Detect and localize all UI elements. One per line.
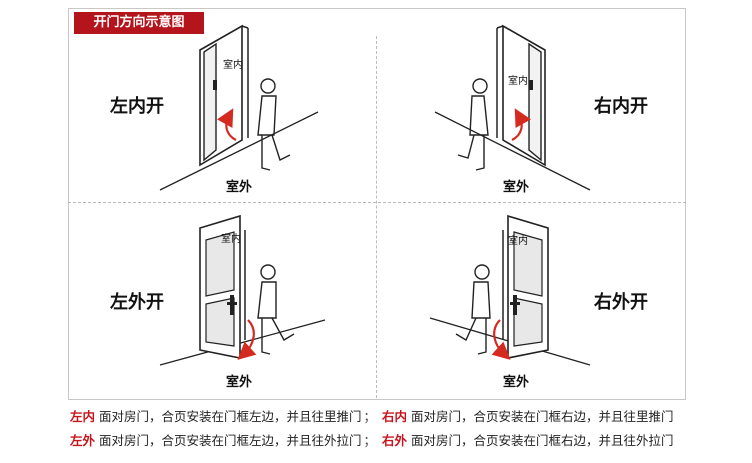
inside-label-q4: 室内 — [508, 236, 528, 247]
diagram-frame — [68, 8, 686, 400]
outside-label-q2: 室外 — [503, 180, 530, 195]
scene-left-outward — [159, 214, 326, 366]
page-title: 开门方向示意图 — [74, 12, 204, 34]
desc-separator: ； — [363, 409, 377, 424]
inside-label-q2: 室内 — [508, 76, 528, 87]
label-right-inward: 右内开 — [594, 96, 648, 117]
scene-right-inward — [434, 24, 591, 191]
label-right-outward: 右外开 — [594, 292, 648, 313]
desc-key-right-outward: 右外 — [382, 433, 408, 448]
divider-vertical — [376, 36, 377, 398]
inside-label-q3: 室内 — [221, 234, 241, 245]
outside-label-q4: 室外 — [503, 375, 530, 390]
label-left-outward: 左外开 — [110, 292, 164, 313]
scene-right-outward — [429, 214, 591, 366]
scene-left-inward — [159, 24, 319, 191]
desc-text-left-inward: 面对房门，合页安装在门框左边，并且往里推门 — [99, 409, 362, 424]
desc-separator: ； — [363, 433, 377, 448]
desc-text-right-outward: 面对房门，合页安装在门框右边，并且往外拉门 — [411, 433, 674, 448]
description-outward: 左外 面对房门，合页安装在门框左边，并且往外拉门； 右外 面对房门，合页安装在门… — [70, 430, 674, 449]
desc-text-right-inward: 面对房门，合页安装在门框右边，并且往里推门 — [411, 409, 674, 424]
description-inward: 左内 面对房门，合页安装在门框左边，并且往里推门； 右内 面对房门，合页安装在门… — [70, 406, 674, 425]
outside-label-q3: 室外 — [226, 375, 253, 390]
desc-key-left-outward: 左外 — [70, 433, 96, 448]
divider-horizontal — [68, 202, 686, 203]
outside-label-q1: 室外 — [226, 180, 253, 195]
desc-key-right-inward: 右内 — [382, 409, 408, 424]
desc-key-left-inward: 左内 — [70, 409, 96, 424]
label-left-inward: 左内开 — [110, 96, 164, 117]
desc-text-left-outward: 面对房门，合页安装在门框左边，并且往外拉门 — [99, 433, 362, 448]
inside-label-q1: 室内 — [223, 60, 243, 71]
